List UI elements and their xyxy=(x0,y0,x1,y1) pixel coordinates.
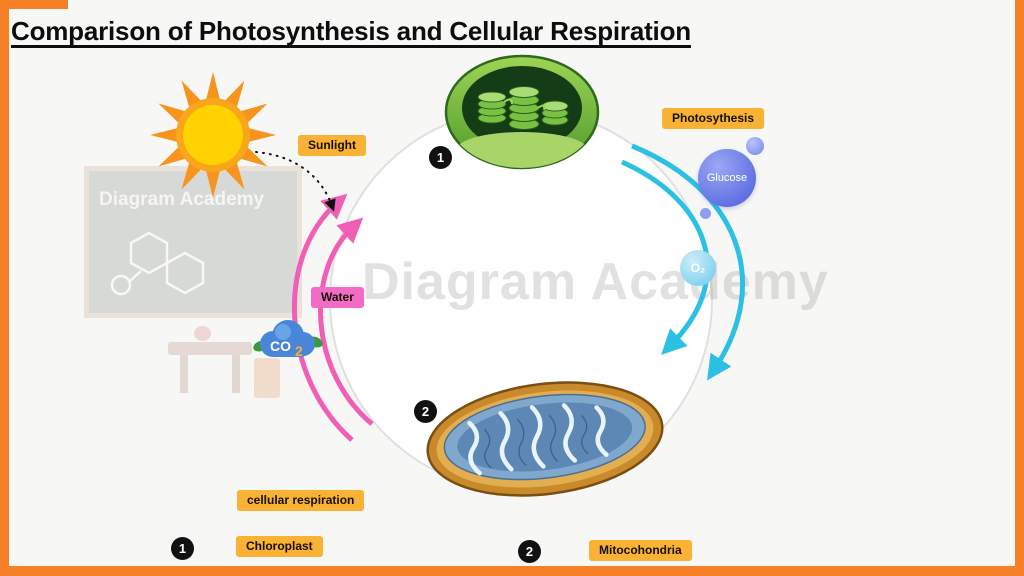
granum-stack xyxy=(541,100,569,126)
legend-mitochondria-label: Mitocohondria xyxy=(589,540,692,562)
molecule-doodle-icon xyxy=(110,231,205,296)
background-classroom-illustration: Diagram Academy xyxy=(76,160,316,402)
desk-graphic xyxy=(168,342,252,355)
co2-label: CO xyxy=(270,338,291,354)
frame-left-edge xyxy=(0,0,9,576)
respiration-arrow-inner xyxy=(318,217,374,426)
photosynthesis-label: Photosythesis xyxy=(662,108,765,130)
co2-cloud-icon: CO 2 xyxy=(253,320,323,359)
respiration-arrow-outer xyxy=(291,193,354,442)
legend-chloroplast-label: Chloroplast xyxy=(236,536,323,558)
cristae xyxy=(467,403,609,476)
desk-leg-graphic xyxy=(180,355,188,393)
glucose-label: Glucose xyxy=(706,172,748,184)
legend-number-2: 2 xyxy=(518,540,541,563)
oxygen-bubble: O₂ xyxy=(680,250,716,286)
co2-subscript: 2 xyxy=(295,343,303,359)
chair-graphic xyxy=(254,358,280,398)
apple-graphic xyxy=(194,326,211,341)
oxygen-label: O₂ xyxy=(690,261,706,275)
granum-stack xyxy=(508,86,540,130)
desk-leg-graphic xyxy=(232,355,240,393)
sunlight-label: Sunlight xyxy=(298,135,366,157)
legend-number-1: 1 xyxy=(171,537,194,560)
mitochondria-number-badge: 2 xyxy=(414,400,437,423)
photosynthesis-arrow-inner xyxy=(620,159,710,355)
water-label: Water xyxy=(311,287,364,309)
photosynthesis-arrow-outer xyxy=(631,143,746,381)
blackboard-graphic: Diagram Academy xyxy=(84,166,302,318)
granum-stack xyxy=(477,91,507,124)
watermark-text: Diagram Academy xyxy=(362,253,829,311)
watermark-board-text: Diagram Academy xyxy=(99,189,265,210)
glucose-bubble: Glucose xyxy=(698,137,764,219)
mitochondria-illustration xyxy=(426,381,664,497)
sun-icon xyxy=(150,72,276,198)
frame-top-strip xyxy=(0,0,68,9)
frame-bottom-edge xyxy=(0,566,1024,576)
frame-right-edge xyxy=(1015,0,1024,576)
chloroplast-number-badge: 1 xyxy=(429,146,452,169)
page-title: Comparison of Photosynthesis and Cellula… xyxy=(11,16,691,46)
chloroplast-illustration xyxy=(444,54,600,170)
cellular-respiration-label: cellular respiration xyxy=(237,490,365,512)
